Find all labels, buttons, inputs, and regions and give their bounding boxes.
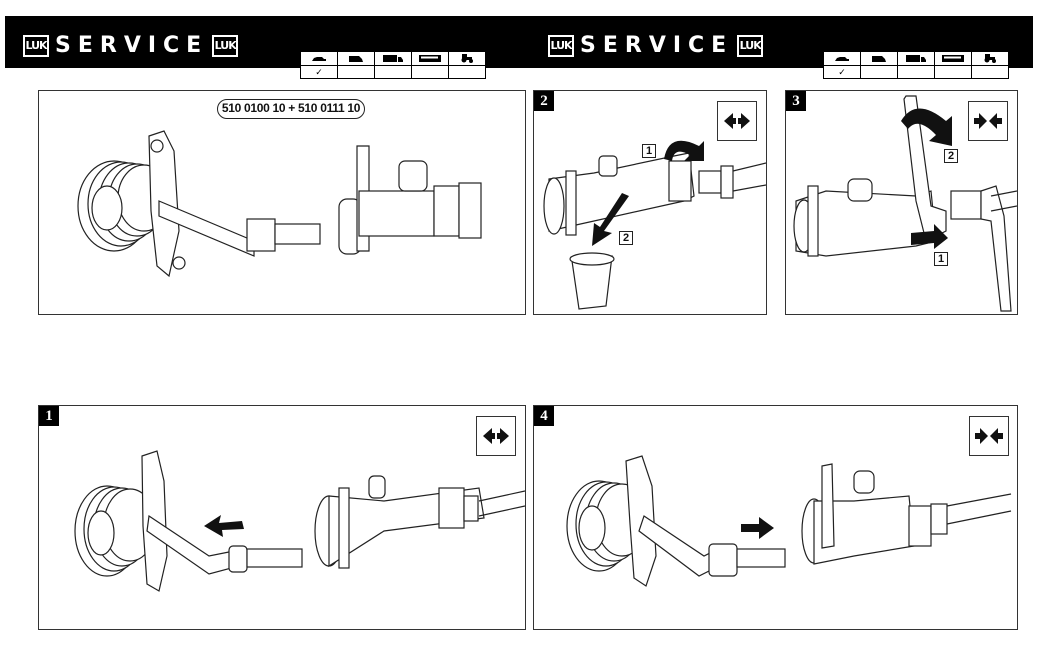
overview-panel: 510 0100 10 + 510 0111 10 — [38, 90, 526, 315]
pull-apart-arrow-icon — [204, 515, 244, 537]
brand-title: SERVICE — [580, 33, 734, 58]
tractor-empty-cell — [972, 66, 1008, 78]
step-2-panel: 2 1 2 — [533, 90, 767, 315]
connect-line-illustration — [566, 455, 1012, 587]
van-icon — [338, 52, 374, 65]
step-1-panel: 1 — [38, 405, 526, 630]
step-number-badge: 1 — [39, 406, 59, 426]
tractor-icon — [972, 52, 1008, 65]
brand-logo: LUK SERVICE LUK — [23, 33, 239, 58]
luk-logo-icon: LUK — [737, 35, 764, 57]
step-number-badge: 2 — [534, 91, 554, 111]
pull-arrow-icon — [911, 224, 948, 249]
callout-1: 1 — [642, 144, 656, 158]
vehicle-category-table: ✓ — [823, 51, 1009, 79]
tractor-empty-cell — [449, 66, 485, 78]
luk-logo-icon: LUK — [212, 35, 239, 57]
connect-direction-icon — [968, 101, 1008, 141]
step-number-badge: 4 — [534, 406, 554, 426]
truck-icon — [898, 52, 934, 65]
unscrew-fitting-illustration — [793, 95, 1017, 312]
truck-empty-cell — [375, 66, 411, 78]
part-numbers-label: 510 0100 10 + 510 0111 10 — [217, 99, 365, 119]
tractor-icon — [449, 52, 485, 65]
vehicle-category-table: ✓ — [300, 51, 486, 79]
disconnect-line-illustration — [74, 450, 525, 592]
brand-logo: LUK SERVICE LUK — [548, 33, 764, 58]
step-number-badge: 3 — [786, 91, 806, 111]
rotate-arrow-icon — [901, 108, 952, 146]
disconnect-direction-icon — [476, 416, 516, 456]
header-banner-left: LUK SERVICE LUK ✓ — [5, 16, 520, 79]
car-icon — [301, 52, 337, 65]
bus-icon — [935, 52, 971, 65]
van-empty-cell — [861, 66, 897, 78]
callout-1: 1 — [934, 252, 948, 266]
car-checked-mark: ✓ — [824, 66, 860, 78]
disconnect-direction-icon — [717, 101, 757, 141]
bus-empty-cell — [935, 66, 971, 78]
discard-arrow-icon — [592, 193, 629, 246]
truck-empty-cell — [898, 66, 934, 78]
header-banner-right: LUK SERVICE LUK ✓ — [520, 16, 1033, 79]
van-empty-cell — [338, 66, 374, 78]
bus-empty-cell — [412, 66, 448, 78]
step-4-panel: 4 — [533, 405, 1018, 630]
brand-title: SERVICE — [55, 33, 209, 58]
car-checked-mark: ✓ — [301, 66, 337, 78]
callout-2: 2 — [944, 149, 958, 163]
car-icon — [824, 52, 860, 65]
remove-fitting-illustration — [543, 140, 766, 310]
connect-direction-icon — [969, 416, 1009, 456]
push-together-arrow-icon — [741, 517, 774, 539]
callout-2: 2 — [619, 231, 633, 245]
van-icon — [861, 52, 897, 65]
rotate-arrow-icon — [664, 140, 704, 161]
luk-logo-icon: LUK — [548, 35, 574, 57]
bus-icon — [412, 52, 448, 65]
clutch-actuator-assembly-illustration — [77, 130, 482, 278]
luk-logo-icon: LUK — [23, 35, 49, 57]
step-3-panel: 3 2 1 — [785, 90, 1018, 315]
truck-icon — [375, 52, 411, 65]
